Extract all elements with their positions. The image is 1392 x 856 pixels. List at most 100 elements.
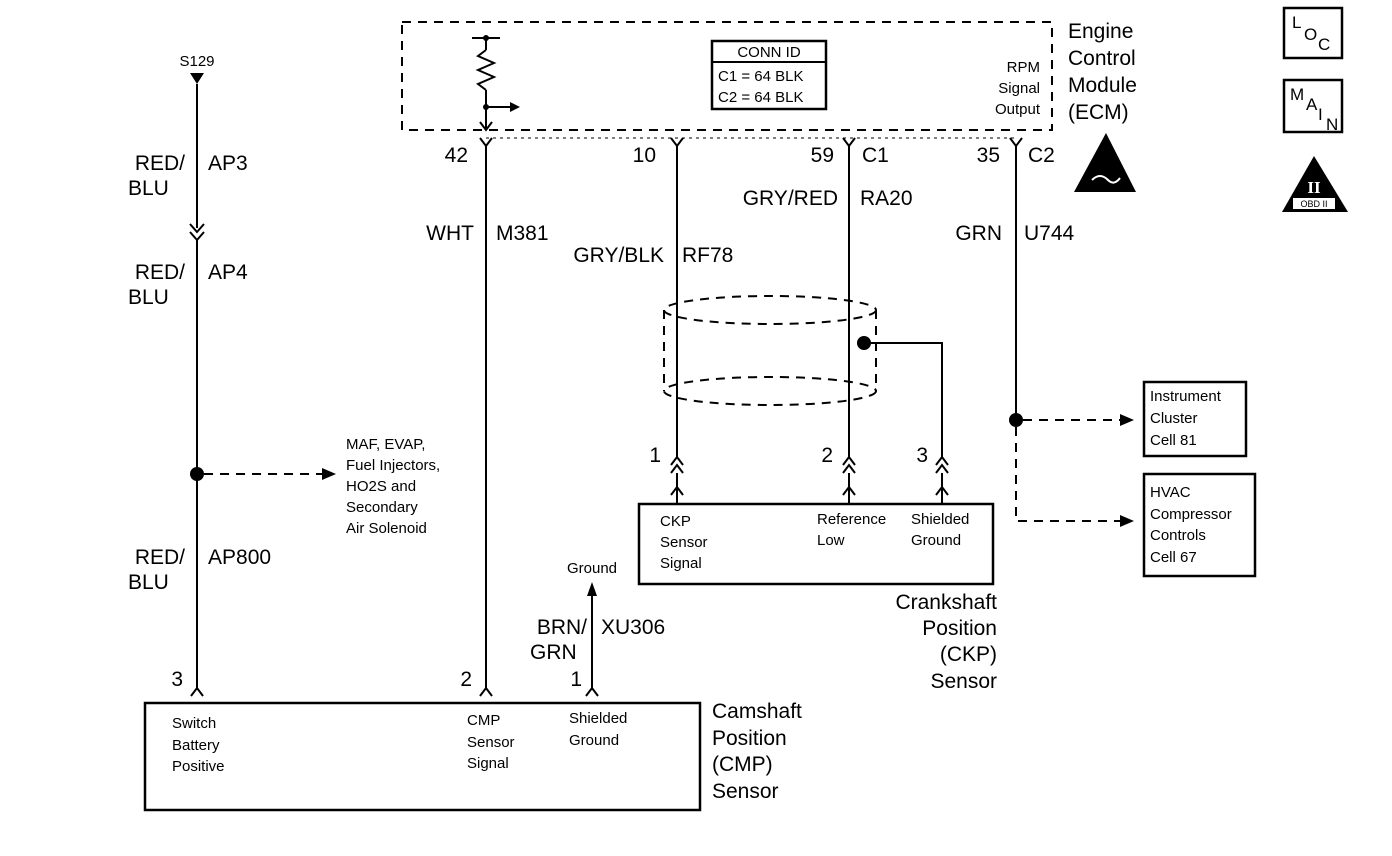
hvac-box [1142,472,1257,578]
main-letter-3: I [1318,105,1323,124]
hvac-line-4: Cell 67 [1150,549,1197,566]
main-symbol-icon: M A I N [1282,78,1344,134]
ckp-terminal-signal: CKP Sensor Signal [660,513,708,572]
cmp-terminal-signal: CMP Sensor Signal [467,712,515,772]
conn-id-c2: C2 = 64 BLK [718,89,803,106]
ckp-connector-pins [670,455,949,503]
cmp-battery-line-1: Switch [172,715,216,732]
ecm-title-line-4: (ECM) [1068,101,1129,124]
cmp-pin-2-connector [479,686,493,697]
pin-42-connector [479,137,493,148]
pin-35-connector [1009,137,1023,148]
m381-color: WHT [426,222,474,245]
conn-id-c1: C1 = 64 BLK [718,68,803,85]
ckp-terminal-shield: Shielded Ground [911,511,969,549]
hvac-line-3: Controls [1150,527,1206,544]
pin-10-connector [670,137,684,148]
ecm-pin-10: 10 [633,144,656,167]
cmp-title-line-3: (CMP) [712,753,773,776]
obd-numeral: II [1307,178,1321,197]
ecm-title-line-2: Control [1068,47,1136,70]
m381-circuit: M381 [496,222,549,245]
ckp-pin-2: 2 [821,444,833,467]
ap4-circuit: AP4 [208,261,248,284]
ap800-color-line-2: BLU [128,571,169,594]
splice-s129-label: S129 [179,53,214,70]
pin-59-connector [842,137,856,148]
cmp-signal-line-1: CMP [467,712,500,729]
instrument-line-3: Cell 81 [1150,432,1197,449]
cmp-pin-1-connector [585,686,599,697]
ckp-pin-1: 1 [649,444,661,467]
conn-id-header: CONN ID [737,44,801,61]
loc-symbol-icon: L O C [1282,6,1344,60]
esd-warning-icon [1074,133,1136,192]
ecm-title-line-3: Module [1068,74,1137,97]
ap800-color-line-1: RED/ [135,546,185,569]
obd-ii-symbol-icon: II OBD II [1282,156,1348,212]
cmp-pin-2: 2 [460,668,472,691]
ecm-connector-c1: C1 [862,144,889,167]
ap800-circuit: AP800 [208,546,271,569]
instrument-cluster-box [1142,380,1248,458]
cmp-shield-line-1: Shielded [569,710,627,727]
branch-note: MAF, EVAP, Fuel Injectors, HO2S and Seco… [346,436,440,537]
rpm-signal-output-label: RPM Signal Output [995,59,1041,118]
rf78-color: GRY/BLK [573,244,664,267]
cmp-pin-1: 1 [570,668,582,691]
ckp-title-line-4: Sensor [930,670,997,693]
branch-note-line-1: MAF, EVAP, [346,436,425,453]
ra20-circuit: RA20 [860,187,913,210]
branch-arrow-icon [322,468,336,480]
ckp-title-line-3: (CKP) [940,643,997,666]
cmp-shield-line-2: Ground [569,732,619,749]
dash-to-hvac [1015,427,1120,522]
ap4-color-line-2: BLU [128,286,169,309]
cable-shield [663,295,877,406]
ecm-title-line-1: Engine [1068,20,1133,43]
ap3-color-line-2: BLU [128,177,169,200]
branch-note-line-3: HO2S and [346,478,416,495]
ap4-color-line-1: RED/ [135,261,185,284]
arrow-to-instrument-icon [1120,414,1134,426]
loc-letter-2: O [1304,25,1317,44]
obd-text: OBD II [1300,199,1327,209]
ckp-terminal-reference-low: Reference Low [817,511,886,549]
cmp-sensor-title: Camshaft Position (CMP) Sensor [712,700,802,803]
cmp-pin-3-connector [190,686,204,697]
u744-color: GRN [955,222,1002,245]
rpm-line-1: RPM [1007,59,1040,76]
instrument-line-2: Cluster [1150,410,1198,427]
main-letter-2: A [1306,95,1318,114]
hvac-line-2: Compressor [1150,506,1232,523]
ckp-shield-line-1: Shielded [911,511,969,528]
ra20-color: GRY/RED [743,187,838,210]
ecm-pin-35: 35 [977,144,1000,167]
cmp-signal-line-3: Signal [467,755,509,772]
main-letter-1: M [1290,85,1304,104]
rpm-line-2: Signal [998,80,1040,97]
cmp-battery-line-2: Battery [172,737,220,754]
arrow-to-hvac-icon [1120,515,1134,527]
main-letter-4: N [1326,115,1338,134]
ckp-title-line-2: Position [922,617,997,640]
branch-note-line-5: Air Solenoid [346,520,427,537]
ecm-connector-c2: C2 [1028,144,1055,167]
loc-letter-1: L [1292,13,1301,32]
ground-label: Ground [567,560,617,577]
ckp-signal-line-2: Sensor [660,534,708,551]
cmp-terminal-battery: Switch Battery Positive [172,715,225,775]
ecm-title: Engine Control Module (ECM) [1068,20,1137,124]
cmp-title-line-2: Position [712,727,787,750]
ckp-pin-3: 3 [916,444,928,467]
xu306-color-line-2: GRN [530,641,577,664]
splice-dot-ap [190,467,204,481]
ckp-sensor-title: Crankshaft Position (CKP) Sensor [895,591,997,693]
conn-id-box: CONN ID C1 = 64 BLK C2 = 64 BLK [710,39,828,111]
instrument-line-1: Instrument [1150,388,1222,405]
rf78-circuit: RF78 [682,244,733,267]
ap3-circuit: AP3 [208,152,248,175]
cmp-pin-3: 3 [171,668,183,691]
branch-note-line-2: Fuel Injectors, [346,457,440,474]
